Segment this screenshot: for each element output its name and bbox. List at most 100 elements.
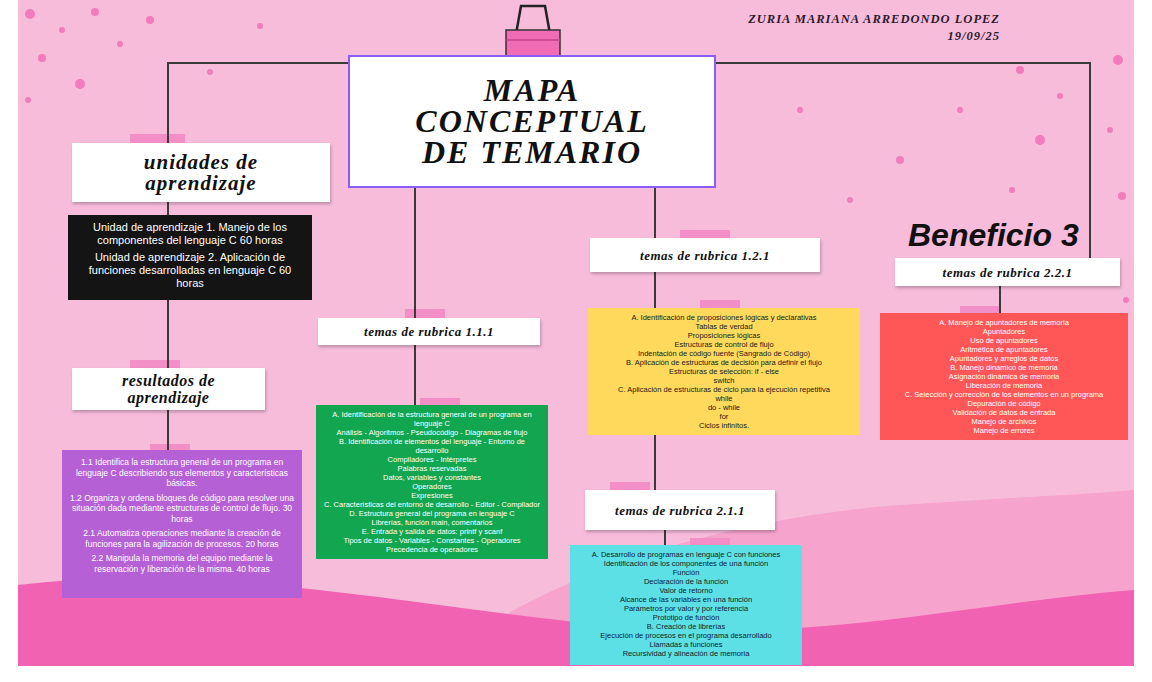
node-text: Unidad de aprendizaje 2. Aplicación de f… (77, 251, 303, 290)
section-label: Beneficio 3 (905, 218, 1082, 252)
clip-body (506, 30, 560, 56)
dot (59, 27, 65, 33)
node-text: Uso de apuntadores (886, 336, 1122, 345)
node-text: switch (594, 376, 854, 385)
connector (167, 202, 169, 215)
node-text: Depuración de código (886, 399, 1122, 408)
dot (1118, 192, 1126, 200)
node-text: Parámetros por valor y por referencia (576, 604, 796, 613)
node-text: D. Estructura general del programa en le… (322, 509, 542, 518)
node-text: Apuntadores y arreglos de datos (886, 354, 1122, 363)
dot (957, 107, 963, 113)
node-text: temas de rubrica 2.1.1 (615, 503, 745, 518)
dot (1123, 297, 1129, 303)
connector (414, 345, 416, 405)
connector (716, 63, 1090, 258)
topics-box: A. Identificación de la estructura gener… (316, 405, 548, 559)
dot (75, 79, 85, 89)
node-text: Proposiciones lógicas (594, 331, 854, 340)
dot (257, 23, 263, 29)
node-text: Análisis - Algoritmos - Pseudocódigo - D… (322, 428, 542, 437)
date: 19/09/25 (700, 29, 1000, 44)
node-text: Librerías, función main, comentarios (322, 518, 542, 527)
node-text: C. Selección y corrección de los element… (886, 390, 1122, 399)
dot (38, 54, 46, 62)
dot (91, 8, 99, 16)
title-box: MAPA CONCEPTUAL DE TEMARIO (348, 55, 716, 188)
node-text: Prototipo de función (576, 613, 796, 622)
connector (168, 63, 348, 143)
node-text: do - while (594, 403, 854, 412)
node-text: Recursividad y alineación de memoria (576, 649, 796, 658)
pink-panel (18, 0, 1134, 666)
node-text: Palabras reservadas (322, 464, 542, 473)
node-text: Operadores (322, 482, 542, 491)
connector (167, 300, 169, 368)
node-text: Unidad de aprendizaje 1. Manejo de los c… (77, 221, 303, 247)
node-text: 2.1 Automatiza operaciones mediante la c… (70, 528, 294, 549)
node-text: C. Características del entorno de desarr… (322, 500, 542, 509)
node-text: Llamadas a funciones (576, 640, 796, 649)
node-text: Precedencia de operadores (322, 545, 542, 554)
outcomes-box: 1.1 Identifica la estructura general de … (62, 450, 302, 598)
node-text: Datos, variables y constantes (322, 473, 542, 482)
clip-line (506, 39, 560, 41)
dot (797, 107, 803, 113)
node-text: Función (576, 568, 796, 577)
node-text: temas de rubrica 1.2.1 (640, 248, 770, 263)
author-name: ZURIA MARIANA ARREDONDO LOPEZ (700, 12, 1000, 27)
node-text: E. Entrada y salida de datos: printf y s… (322, 527, 542, 536)
node-text: Aritmética de apuntadores (886, 345, 1122, 354)
node-text: B. Identificación de elementos del lengu… (322, 437, 542, 455)
node-text: MAPA CONCEPTUAL DE TEMARIO (400, 75, 664, 168)
dot (1113, 55, 1123, 65)
node-text: A. Desarrollo de programas en lenguaje C… (576, 550, 796, 559)
dot (25, 97, 31, 103)
binder-clip (506, 6, 560, 56)
node-text: Estructuras de control de flujo (594, 340, 854, 349)
node-text: 2.2 Manipula la memoria del equipo media… (70, 553, 294, 574)
node-text: A. Manejo de apuntadores de memoria (886, 318, 1122, 327)
rubric-heading: temas de rubrica 2.1.1 (585, 490, 775, 530)
node-text: while (594, 394, 854, 403)
rubric-heading: temas de rubrica 1.2.1 (590, 238, 820, 272)
dot (207, 69, 213, 75)
node-text: B. Creación de librerías (576, 622, 796, 631)
node-text: temas de rubrica 1.1.1 (364, 324, 494, 339)
heading-box: resultados de aprendizaje (72, 368, 265, 410)
dot (25, 9, 35, 19)
node-text: temas de rubrica 2.2.1 (943, 265, 1073, 280)
node-text: Ejecución de procesos en el programa des… (576, 631, 796, 640)
node-text: unidades de aprendizaje (103, 152, 299, 194)
heading-box: unidades de aprendizaje (72, 143, 330, 202)
node-text: A. Identificación de proposiciones lógic… (594, 313, 854, 322)
dot (896, 156, 904, 164)
node-text: Tipos de datos - Variables - Constantes … (322, 536, 542, 545)
node-text: 1.1 Identifica la estructura general de … (70, 457, 294, 489)
dot (1009, 187, 1015, 193)
rubric-heading: temas de rubrica 2.2.1 (895, 258, 1120, 286)
node-text: Liberación de memoria (886, 381, 1122, 390)
rubric-heading: temas de rubrica 1.1.1 (318, 318, 540, 345)
node-text: Asignación dinámica de memoria (886, 372, 1122, 381)
topics-box: A. Desarrollo de programas en lenguaje C… (570, 545, 802, 665)
node-text: Alcance de las variables en una función (576, 595, 796, 604)
dot (847, 197, 853, 203)
node-text: 1.2 Organiza y ordena bloques de código … (70, 493, 294, 525)
connector (664, 530, 666, 545)
node-text: for (594, 412, 854, 421)
dot (1057, 93, 1063, 99)
node-text: B. Aplicación de estructuras de decisión… (594, 358, 854, 367)
node-text: Indentación de código fuente (Sangrado d… (594, 349, 854, 358)
node-text: Compiladores - Intérpretes (322, 455, 542, 464)
node-text: Declaración de la función (576, 577, 796, 586)
dot (146, 16, 154, 24)
topics-box: A. Identificación de proposiciones lógic… (588, 308, 860, 435)
node-text: Manejo de archivos (886, 417, 1122, 426)
dot (1016, 66, 1024, 74)
node-text: Manejo de errores (886, 426, 1122, 435)
node-text: Expresiones (322, 491, 542, 500)
